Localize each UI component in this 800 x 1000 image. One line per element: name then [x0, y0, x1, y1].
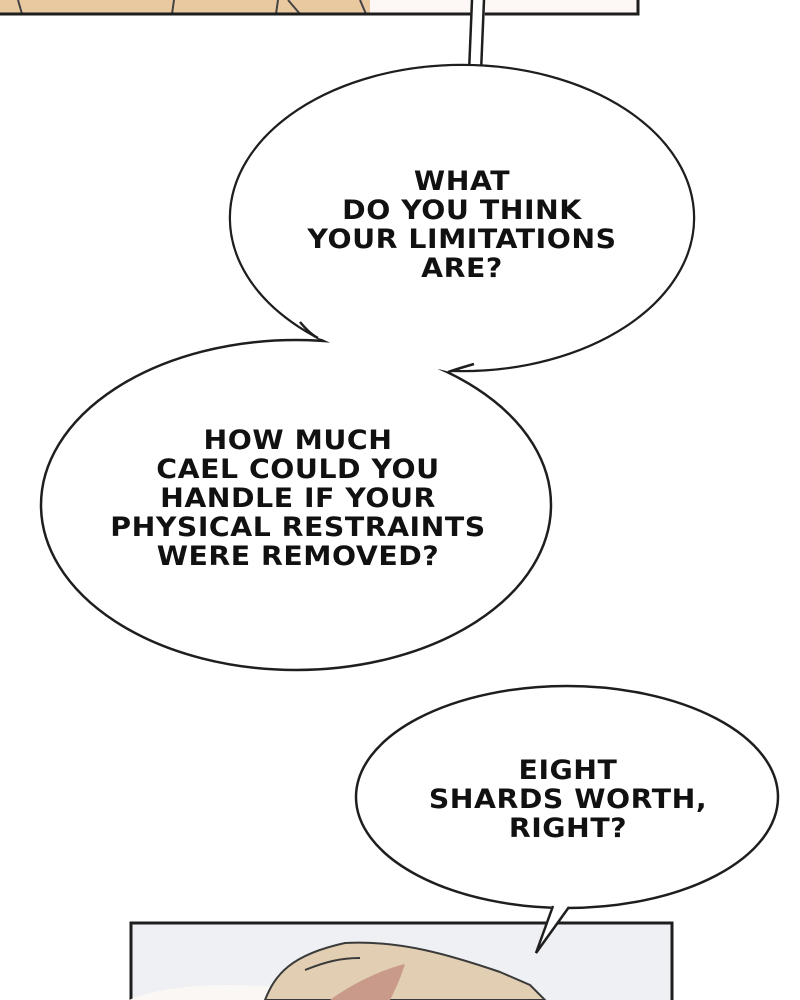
text-line: WERE REMOVED? [156, 541, 440, 572]
speech-bubble-3-text: EIGHT SHARDS WORTH, RIGHT? [400, 756, 736, 843]
text-line: HANDLE IF YOUR [160, 483, 436, 514]
text-line: EIGHT [518, 755, 618, 786]
speech-bubble-1-text: WHAT DO YOU THINK YOUR LIMITATIONS ARE? [252, 167, 672, 283]
text-line: RIGHT? [508, 813, 628, 844]
text-line: YOUR LIMITATIONS [307, 224, 617, 255]
speech-bubble-2-text: HOW MUCH CAEL COULD YOU HANDLE IF YOUR P… [57, 426, 540, 571]
text-line: HOW MUCH [203, 425, 393, 456]
text-line: DO YOU THINK [342, 195, 582, 226]
text-line: CAEL COULD YOU [156, 454, 440, 485]
top-panel [0, 0, 640, 16]
bottom-panel [129, 921, 674, 1000]
text-line: PHYSICAL RESTRAINTS [110, 512, 486, 543]
text-line: WHAT [413, 166, 511, 197]
text-line: ARE? [421, 253, 503, 284]
speech-bubble-1-2-outline [39, 63, 696, 672]
speech-bubble-3-outline [354, 684, 780, 955]
text-line: SHARDS WORTH, [428, 784, 708, 815]
